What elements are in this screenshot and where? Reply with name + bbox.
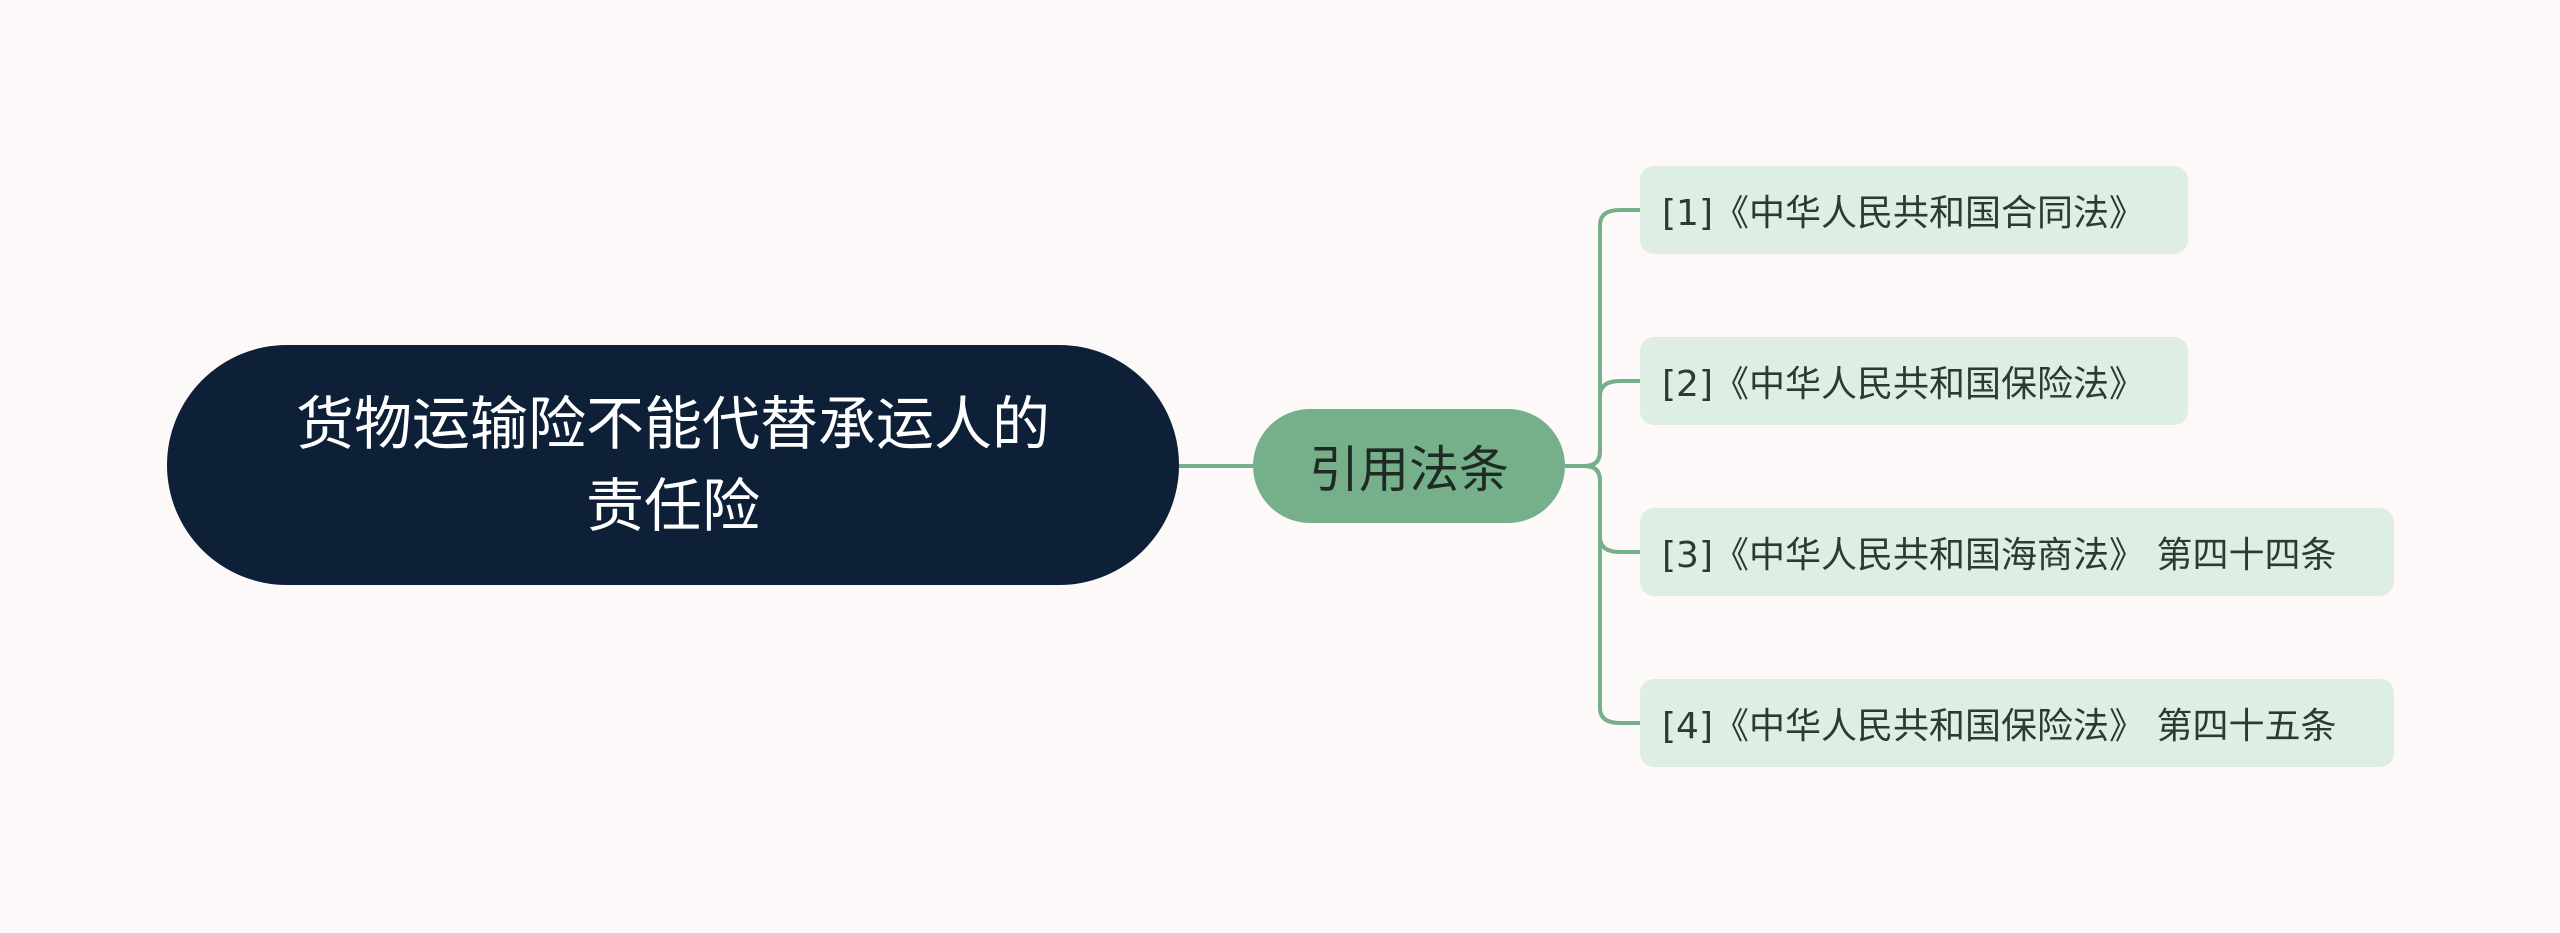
leaf-topic-label: [1]《中华人民共和国合同法》: [1662, 193, 2145, 234]
leaf-topic-label: [3]《中华人民共和国海商法》 第四十四条: [1662, 535, 2337, 576]
leaf-topic-label: [4]《中华人民共和国保险法》 第四十五条: [1662, 706, 2337, 747]
root-topic-node[interactable]: 货物运输险不能代替承运人的责任险: [167, 345, 1179, 585]
branch-to-leaf-2-connector: [1565, 379, 1640, 468]
leaf-topic-node[interactable]: [1]《中华人民共和国合同法》: [1640, 166, 2188, 254]
branch-topic-label: 引用法条: [1309, 441, 1509, 499]
branch-to-leaf-1-connector: [1565, 208, 1640, 468]
leaf-topic-node[interactable]: [3]《中华人民共和国海商法》 第四十四条: [1640, 508, 2394, 596]
leaf-topic-label: [2]《中华人民共和国保险法》: [1662, 364, 2145, 405]
root-topic-label: 货物运输险不能代替承运人的责任险: [295, 390, 1050, 540]
branch-to-leaf-3-connector: [1565, 464, 1640, 554]
leaf-topic-node[interactable]: [2]《中华人民共和国保险法》: [1640, 337, 2188, 425]
branch-topic-node[interactable]: 引用法条: [1253, 409, 1565, 523]
leaf-topic-node[interactable]: [4]《中华人民共和国保险法》 第四十五条: [1640, 679, 2394, 767]
branch-to-leaf-4-connector: [1565, 464, 1640, 725]
